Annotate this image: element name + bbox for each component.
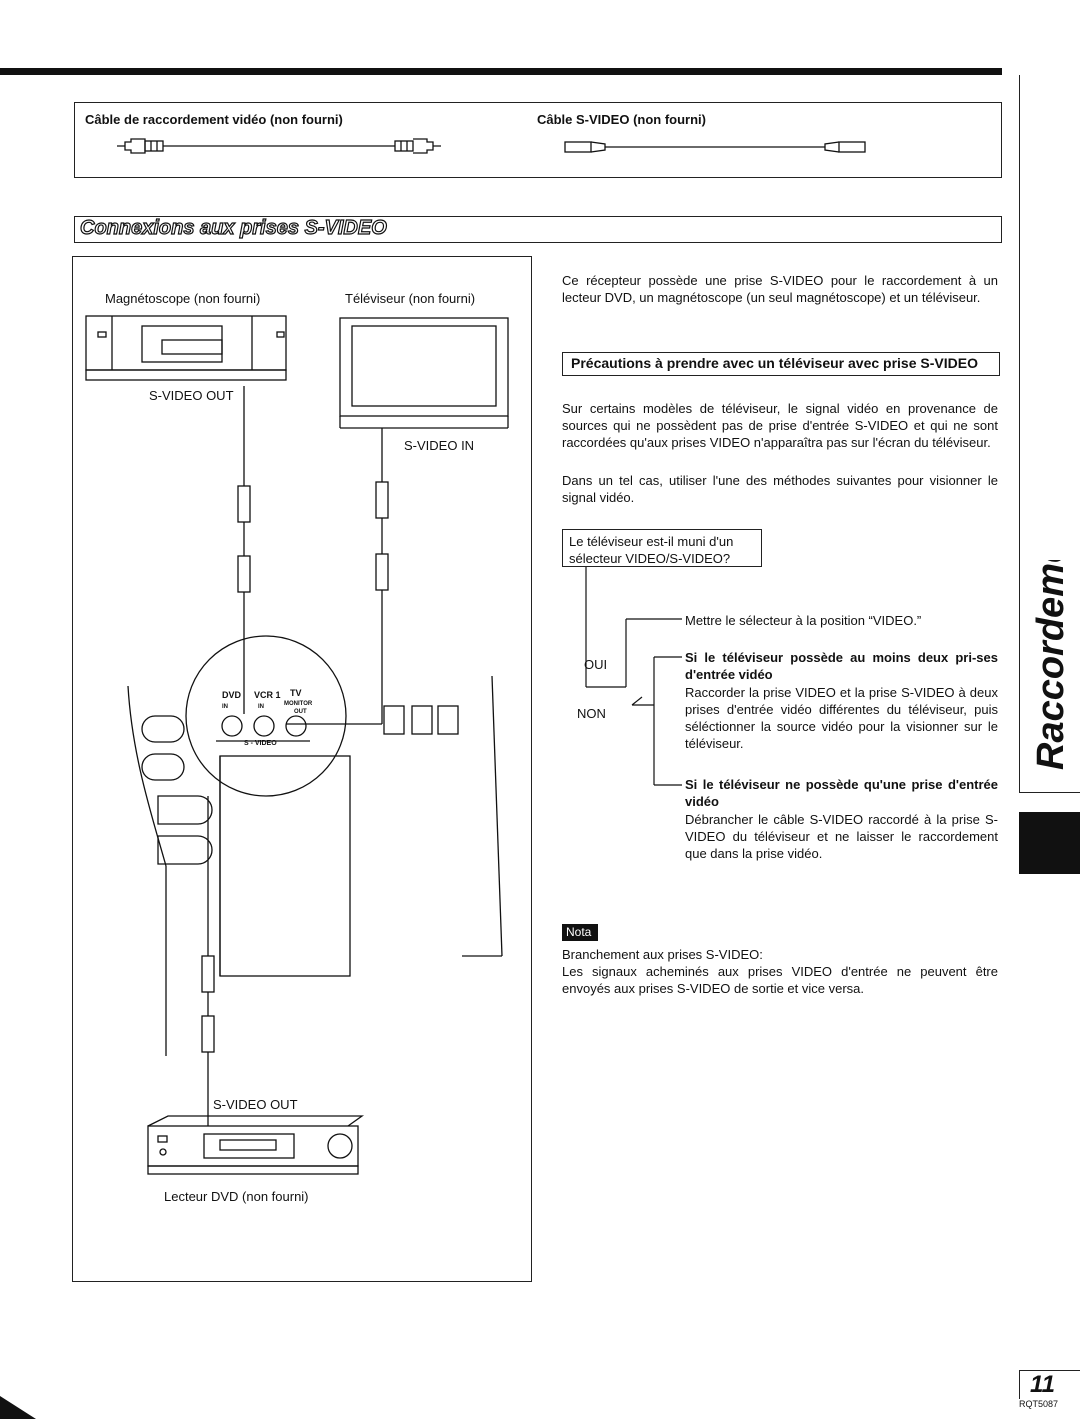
jack-monitor-label: MONITOR (284, 701, 313, 707)
svideo-cable-icon (564, 141, 866, 153)
vcr-device (85, 315, 287, 381)
side-tab-title: Raccordements (1030, 560, 1072, 770)
tv-label: Téléviseur (non fourni) (345, 291, 476, 306)
dvd-label: Lecteur DVD (non fourni) (164, 1189, 309, 1204)
intro-paragraph: Ce récepteur possède une prise S-VIDEO p… (562, 273, 998, 305)
jack-dvd-label: DVD (222, 690, 242, 700)
flowchart-no-case2-title: Si le téléviseur ne possède qu'une prise… (685, 777, 998, 809)
jack-panel-zoom (185, 635, 347, 797)
jack-svideo-label: S - VIDEO (244, 740, 277, 747)
jack-out-label: OUT (294, 709, 307, 715)
side-tab-frame (1019, 75, 1080, 793)
video-cable-icon (117, 138, 441, 154)
flowchart-no-case1-text: Raccorder la prise VIDEO et la prise S-V… (685, 685, 998, 751)
side-tab-marker (1019, 812, 1080, 874)
section-banner: Connexions aux prises S-VIDEO (74, 216, 1002, 243)
flowchart-lines (585, 567, 682, 786)
document-code: RQT5087 (1019, 1399, 1059, 1409)
corner-mark (0, 1396, 36, 1419)
diagram-drawing: DVD IN VCR 1 IN TV MONITOR OUT S - VIDEO (85, 315, 509, 1175)
flowchart-no-case2-text: Débrancher le câble S-VIDEO raccordé à l… (685, 812, 998, 861)
video-cable-label: Câble de raccordement vidéo (non fourni) (85, 112, 343, 127)
page-number: 11 (1030, 1371, 1055, 1398)
cable-illustrations (117, 138, 866, 154)
flowchart-no-case1-title: Si le téléviseur possède au moins deux p… (685, 650, 998, 682)
jack-vcr-label: VCR 1 (254, 690, 281, 700)
svideo-cable-label: Câble S-VIDEO (non fourni) (537, 112, 706, 127)
precautions-paragraph-2: Dans un tel cas, utiliser l'une des méth… (562, 473, 998, 505)
precautions-heading-box: Précautions à prendre avec un téléviseur… (562, 352, 1000, 376)
jack-dvd-in-label: IN (222, 704, 228, 710)
vcr-label: Magnétoscope (non fourni) (105, 291, 261, 306)
section-title: Connexions aux prises S-VIDEO (79, 216, 387, 239)
note-heading: Branchement aux prises S-VIDEO: (562, 947, 763, 962)
vcr-svideo-out-label: S-VIDEO OUT (149, 388, 234, 403)
flowchart-no: NON (577, 706, 606, 721)
dvd-svideo-out-label: S-VIDEO OUT (213, 1097, 298, 1112)
note-badge: Nota (562, 924, 598, 941)
connection-diagram: Magnétoscope (non fourni) Téléviseur (no… (72, 256, 532, 1282)
flowchart-question: Le téléviseur est-il muni d'un sélecteur… (562, 529, 762, 567)
jack-vcr-in-label: IN (258, 704, 264, 710)
note-text: Les signaux acheminés aux prises VIDEO d… (562, 964, 998, 996)
top-rule (0, 68, 1002, 75)
cable-legend-box: Câble de raccordement vidéo (non fourni)… (74, 102, 1002, 178)
tv-device (339, 317, 509, 429)
jack-tv-label: TV (290, 688, 302, 698)
tv-svideo-in-label: S-VIDEO IN (404, 438, 475, 453)
flowchart-yes: OUI (584, 657, 608, 672)
precautions-paragraph-1: Sur certains modèles de téléviseur, le s… (562, 401, 998, 450)
page-number-box: 11 (1019, 1370, 1080, 1399)
precautions-title: Précautions à prendre avec un téléviseur… (571, 355, 978, 371)
side-tab-title-text: Raccordements (1030, 560, 1072, 770)
dvd-device (147, 1115, 365, 1175)
flowchart-yes-action: Mettre le sélecteur à la position “VIDEO… (685, 613, 922, 628)
